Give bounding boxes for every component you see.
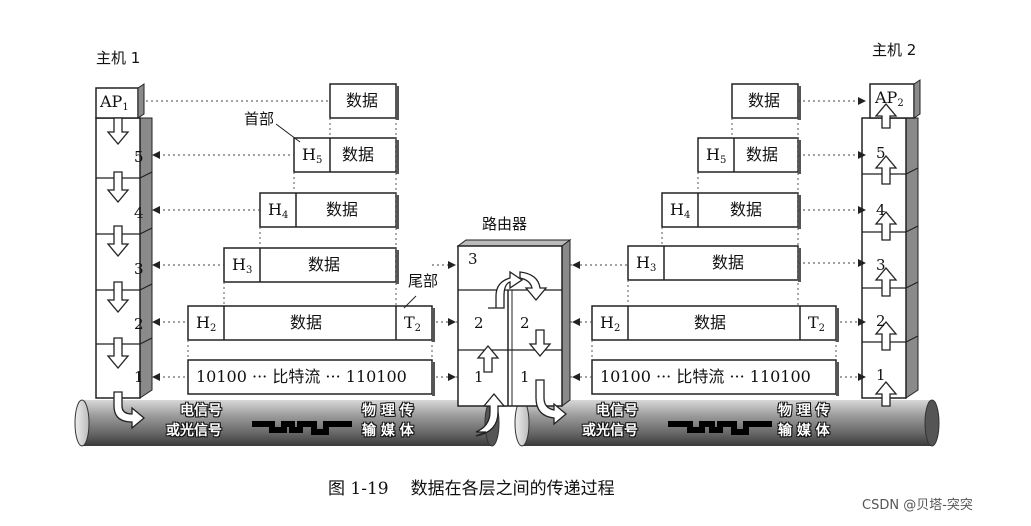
left-l4-data: 数据 (342, 145, 375, 164)
right-l3-data: 数据 (730, 200, 763, 219)
left-bitstream: 10100 ··· 比特流 ··· 110100 (196, 367, 407, 386)
host1-down-arrows (106, 117, 146, 430)
router-arrows (475, 270, 568, 437)
right-physical-label-1: 物 理 传 (778, 403, 830, 419)
host2-ap: AP2 (875, 88, 904, 109)
router-layer-3: 3 (468, 250, 478, 268)
header-label: 首部 (244, 110, 275, 128)
physical-medium-left (74, 399, 500, 447)
router-title: 路由器 (482, 215, 528, 233)
right-guides (591, 118, 837, 360)
right-h4: H4 (670, 200, 691, 221)
right-h5: H5 (706, 145, 727, 166)
router-stack (456, 239, 572, 407)
host2-layer-2: 2 (876, 312, 886, 330)
right-h3: H3 (636, 253, 657, 274)
trailer-leader-line (403, 295, 417, 309)
right-t2: T2 (808, 313, 826, 334)
right-physical-label-2: 输 媒 体 (778, 423, 830, 439)
watermark: CSDN @贝塔-突突 (862, 498, 973, 513)
left-l5-data: 数据 (346, 91, 379, 110)
right-unit-shadows (798, 86, 839, 396)
host2-up-arrows (874, 102, 898, 407)
right-l2-data: 数据 (712, 253, 745, 272)
host2-stack (861, 79, 921, 399)
left-h5: H5 (302, 145, 323, 166)
host2-layer-3: 3 (876, 256, 886, 274)
right-l4-data: 数据 (746, 145, 779, 164)
router-right-layer-1: 1 (520, 368, 530, 386)
router-left-layer-1: 1 (474, 368, 484, 386)
host1-layer-1: 1 (134, 368, 144, 386)
physical-medium-right (514, 399, 940, 447)
signal-waveform-right (668, 421, 772, 435)
left-h2: H2 (196, 313, 217, 334)
router-right-layer-2: 2 (520, 314, 530, 332)
left-l2-data: 数据 (308, 255, 341, 274)
host1-layer-3: 3 (134, 260, 144, 278)
left-data-units (187, 83, 433, 395)
right-data-units (591, 83, 837, 395)
right-frame-data: 数据 (694, 313, 727, 332)
host2-layer-4: 4 (876, 201, 886, 219)
right-h2: H2 (600, 313, 621, 334)
left-signal-label-1: 电信号 (180, 403, 222, 419)
host1-title: 主机 1 (96, 49, 141, 67)
host1-layer-4: 4 (134, 204, 144, 222)
figure-title: 数据在各层之间的传递过程 (410, 479, 615, 499)
host1-layer-2: 2 (134, 315, 144, 333)
host2-layer-5: 5 (876, 144, 886, 162)
host1-layer-5: 5 (134, 148, 144, 166)
left-unit-shadows (396, 86, 435, 396)
left-physical-label-2: 输 媒 体 (362, 423, 414, 439)
right-bitstream: 10100 ··· 比特流 ··· 110100 (600, 367, 811, 386)
router-left-layer-2: 2 (474, 314, 484, 332)
right-l5-data: 数据 (748, 91, 781, 110)
host1-stack (95, 83, 153, 399)
header-leader-line (275, 123, 301, 143)
host2-title: 主机 2 (872, 41, 917, 59)
signal-waveform-left (252, 421, 352, 435)
left-physical-label-1: 物 理 传 (362, 403, 414, 419)
left-signal-label-2: 或光信号 (166, 423, 222, 439)
left-h3: H3 (232, 255, 253, 276)
host2-layer-1: 1 (876, 366, 886, 384)
right-signal-label-2: 或光信号 (582, 423, 638, 439)
left-frame-data: 数据 (290, 313, 323, 332)
right-signal-label-1: 电信号 (596, 403, 638, 419)
left-h4: H4 (268, 200, 289, 221)
host1-ap: AP1 (100, 92, 129, 113)
trailer-label: 尾部 (408, 272, 439, 290)
left-l3-data: 数据 (326, 200, 359, 219)
figure-number: 图 1-19 (328, 479, 389, 499)
figure-caption: 图 1-19 数据在各层之间的传递过程 (328, 481, 615, 498)
left-guides (187, 118, 433, 360)
left-t2: T2 (404, 313, 422, 334)
peer-arrowheads (152, 97, 866, 381)
